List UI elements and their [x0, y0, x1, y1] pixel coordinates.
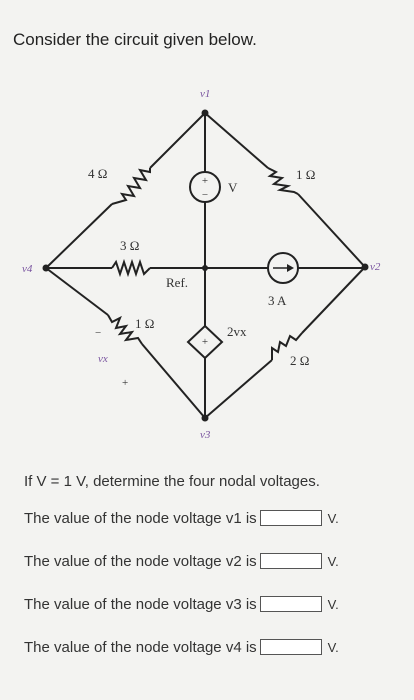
answer-input-v2[interactable]	[259, 553, 322, 569]
ref-label: Ref.	[166, 275, 188, 290]
resistor-bottom-left	[107, 314, 143, 345]
resistor-bottom-right-label: 2 Ω	[290, 353, 309, 368]
vx-minus: −	[95, 327, 101, 339]
svg-text:−: −	[202, 189, 208, 201]
node-v3-label: v3	[200, 429, 211, 441]
resistor-middle-left-label: 3 Ω	[120, 238, 139, 253]
node-v1-label: v1	[200, 88, 210, 100]
vx-label: vx	[98, 353, 108, 365]
wires	[45, 112, 366, 419]
node-v4-label: v4	[22, 263, 33, 275]
node-v3-dot	[201, 414, 209, 422]
node-v2-dot	[361, 263, 369, 271]
answer-input-v3[interactable]	[259, 596, 322, 612]
question-row-v4: The value of the node voltage v4 is V.	[24, 638, 339, 656]
node-ref-dot	[202, 265, 208, 271]
unit-v1: V.	[327, 510, 339, 526]
question-row-v2: The value of the node voltage v2 is V.	[24, 552, 339, 570]
current-source	[267, 252, 299, 284]
question-intro: If V = 1 V, determine the four nodal vol…	[24, 473, 320, 490]
resistor-top-right	[267, 167, 299, 195]
node-v1-dot	[201, 109, 209, 117]
question-title: Consider the circuit given below.	[13, 30, 257, 49]
svg-text:+: +	[202, 175, 208, 187]
resistor-top-left-label: 4 Ω	[88, 166, 107, 181]
dependent-source: +	[186, 324, 224, 360]
resistor-middle-left	[111, 258, 151, 278]
unit-v3: V.	[327, 596, 339, 612]
resistor-top-right-label: 1 Ω	[296, 167, 315, 182]
resistor-bottom-left-label: 1 Ω	[135, 316, 154, 331]
current-source-label: 3 A	[268, 293, 287, 308]
question-row-v3: The value of the node voltage v3 is V.	[24, 595, 339, 613]
node-v2-label: v2	[370, 261, 381, 273]
voltage-source-label: V	[228, 180, 238, 195]
node-v4-dot	[42, 264, 50, 272]
unit-v2: V.	[327, 553, 339, 569]
dependent-source-label: 2vx	[227, 324, 247, 339]
answer-input-v4[interactable]	[259, 639, 322, 655]
resistor-bottom-right	[271, 332, 303, 360]
question-row-v1: The value of the node voltage v1 is V.	[24, 509, 339, 527]
resistor-top-left	[111, 168, 151, 205]
vx-plus: +	[122, 377, 128, 389]
svg-text:+: +	[202, 336, 208, 348]
circuit-diagram: + − V 3 A + 2vx v1 v2 v3 v4 Ref. 4 Ω 3 Ω…	[22, 88, 381, 441]
unit-v4: V.	[327, 639, 339, 655]
voltage-source: + −	[189, 171, 221, 203]
answer-input-v1[interactable]	[259, 510, 322, 526]
